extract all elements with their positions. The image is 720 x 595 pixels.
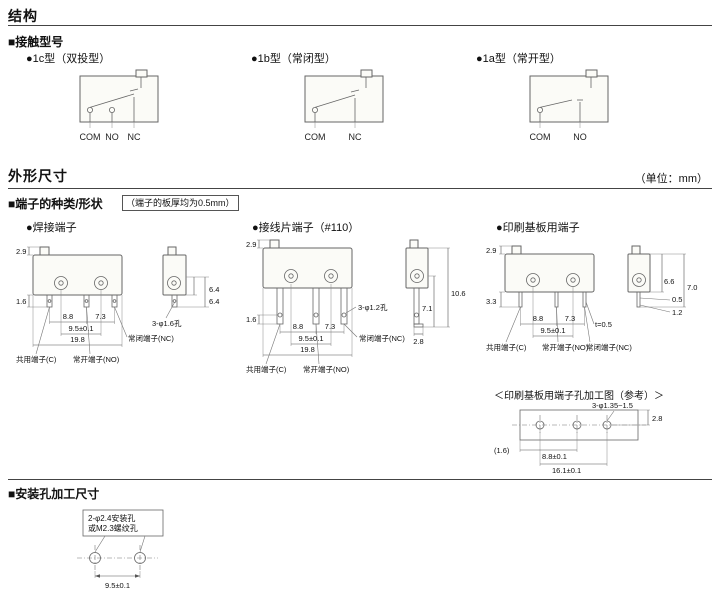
section-title-structure: 结构 — [8, 8, 38, 24]
dimension-lines — [94, 571, 141, 578]
dim-label: 9.5±0.1 — [541, 326, 566, 335]
terminal-label-nc: NC — [128, 132, 141, 142]
dim-label: 7.3 — [325, 322, 335, 331]
nc-terminal-label: 常闭端子(NC) — [586, 342, 632, 352]
tab-terminal-drawing: 2.9 1.6 8.8 7.3 9.5±0.1 19.8 3-φ1.2孔 常闭端… — [246, 239, 466, 374]
dim-label: 7.0 — [687, 283, 697, 292]
dim-label: 9.5±0.1 — [105, 581, 130, 590]
dimension-lines — [27, 246, 209, 355]
dim-label: 7.3 — [95, 312, 105, 321]
nc-terminal-label: 常闭端子(NC) — [359, 333, 405, 343]
contact-diagram-1c: COM NO NC — [79, 69, 159, 142]
dim-label: 2.9 — [246, 240, 256, 249]
contact-diagram-1a: COM NO — [529, 69, 609, 142]
dim-label: 16.1±0.1 — [552, 466, 581, 475]
no-terminal-label: 常开端子(NO) — [542, 342, 589, 352]
dim-label: 6.6 — [664, 277, 674, 286]
terminal-heading: ■端子的种类/形状 — [8, 197, 103, 211]
mounting-heading: ■安装孔加工尺寸 — [8, 487, 100, 501]
pcb-hole-diagram-title: ＜印刷基板用端子孔加工图（参考）＞ — [494, 391, 664, 402]
mounting-hole-label-line2: 或M2.3螺纹孔 — [88, 523, 138, 533]
terminal-label-nc: NC — [349, 132, 362, 142]
terminal-label-com: COM — [305, 132, 326, 142]
pcb-terminal-drawing: 2.9 3.3 8.8 7.3 9.5±0.1 t=0.5 共用端子(C) 常开… — [486, 245, 697, 352]
solder-terminal-drawing: 2.9 1.6 8.8 7.3 9.5±0.1 19.8 6.4 6.4 3-φ… — [16, 246, 219, 364]
mounting-hole-drawing: 2-φ2.4安装孔 或M2.3螺纹孔 9.5±0.1 — [77, 509, 164, 590]
dim-label: 3.3 — [486, 297, 496, 306]
dimension-lines — [257, 239, 450, 365]
divider — [8, 25, 712, 26]
dimension-lines — [519, 409, 650, 466]
dim-label: 8.8 — [63, 312, 73, 321]
dim-label: 2.9 — [16, 247, 26, 256]
terminal-label-no: NO — [105, 132, 119, 142]
contact-type-1a-label: ●1a型（常开型） — [476, 53, 561, 65]
dim-label: 9.5±0.1 — [69, 324, 94, 333]
dimension-lines — [499, 245, 686, 343]
dim-label: 2.9 — [486, 246, 496, 255]
thickness-label: t=0.5 — [595, 320, 612, 329]
switch-symbol-1b — [304, 69, 384, 128]
solder-terminal-label: ●焊接端子 — [26, 222, 77, 234]
no-terminal-label: 常开端子(NO) — [73, 354, 120, 364]
terminal-label-no: NO — [573, 132, 587, 142]
dim-label: 0.5 — [672, 295, 682, 304]
dim-label: 19.8 — [300, 345, 315, 354]
dim-label: (1.6) — [494, 446, 510, 455]
front-view — [262, 239, 353, 325]
dim-label: 7.1 — [422, 304, 432, 313]
section-title-outline: 外形尺寸 — [8, 168, 68, 184]
hole-spec-label: 3-φ1.35~1.5 — [592, 401, 633, 410]
tab-terminal-label: ●接线片端子（#110） — [252, 222, 360, 234]
contact-heading: ■接触型号 — [8, 35, 64, 49]
pcb-terminal-label: ●印刷基板用端子 — [496, 222, 580, 234]
contact-diagram-1b: COM NC — [304, 69, 384, 142]
dim-label: 6.4 — [209, 285, 219, 294]
side-view — [405, 239, 429, 328]
divider — [8, 188, 712, 189]
com-terminal-label: 共用端子(C) — [246, 364, 287, 374]
switch-symbol-1a — [529, 69, 609, 128]
side-view — [627, 245, 651, 308]
hole-spec-label: 3-φ1.2孔 — [358, 303, 388, 312]
dim-label: 1.6 — [246, 315, 256, 324]
dim-label: 10.6 — [451, 289, 466, 298]
dim-label: 2.8 — [652, 414, 662, 423]
pcb-hole-diagram: 3-φ1.35~1.5 (1.6) 8.8±0.1 16.1±0.1 2.8 — [494, 401, 662, 475]
thickness-note: （端子的板厚均为0.5mm） — [122, 195, 239, 211]
com-terminal-label: 共用端子(C) — [16, 354, 57, 364]
switch-symbol-1c — [79, 69, 159, 128]
dim-label: 6.4 — [209, 297, 219, 306]
dim-label: 2.8 — [413, 337, 423, 346]
dim-label: 1.2 — [672, 308, 682, 317]
com-terminal-label: 共用端子(C) — [486, 342, 527, 352]
dim-label: 7.3 — [565, 314, 575, 323]
terminal-label-com: COM — [530, 132, 551, 142]
hole-pattern — [77, 509, 164, 571]
front-view — [32, 246, 123, 308]
mounting-hole-label-line1: 2-φ2.4安装孔 — [88, 513, 135, 523]
contact-type-1c-label: ●1c型（双投型） — [26, 53, 111, 65]
dim-label: 19.8 — [70, 335, 85, 344]
unit-note: （单位：mm） — [634, 173, 708, 185]
dim-label: 9.5±0.1 — [299, 334, 324, 343]
dim-label: 8.8 — [293, 322, 303, 331]
front-view — [504, 245, 595, 308]
nc-terminal-label: 常闭端子(NC) — [128, 333, 174, 343]
terminal-label-com: COM — [80, 132, 101, 142]
dim-label: 8.8 — [533, 314, 543, 323]
dim-label: 1.6 — [16, 297, 26, 306]
divider — [8, 479, 712, 480]
no-terminal-label: 常开端子(NO) — [303, 364, 350, 374]
side-view — [162, 246, 187, 308]
contact-type-1b-label: ●1b型（常闭型） — [251, 53, 336, 65]
dim-label: 8.8±0.1 — [542, 452, 567, 461]
hole-spec-label: 3-φ1.6孔 — [152, 319, 182, 328]
